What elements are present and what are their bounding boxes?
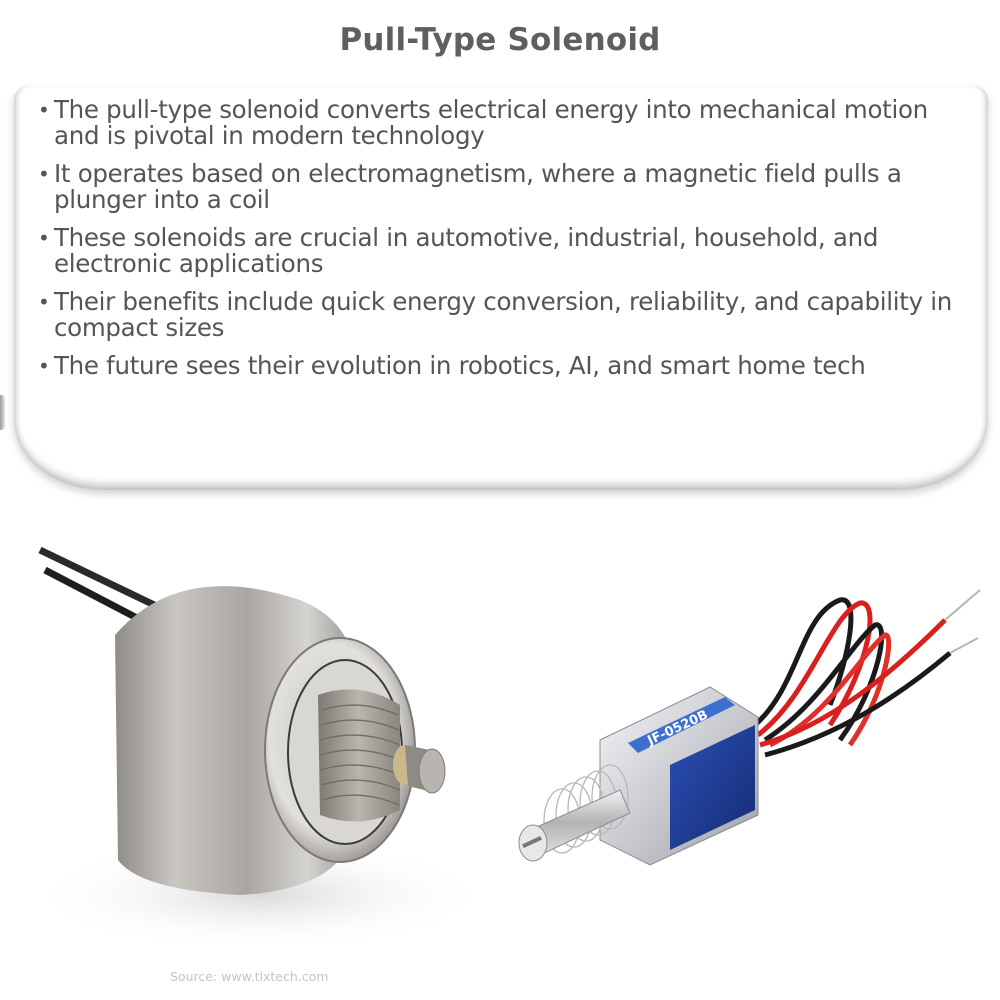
- summary-card: [14, 86, 988, 490]
- bullet-item: •The future sees their evolution in robo…: [38, 351, 866, 380]
- card-edge-decoration: [0, 395, 5, 430]
- page-title: Pull-Type Solenoid: [339, 22, 661, 58]
- bullet-item: •Their benefits include quick energy con…: [38, 287, 953, 342]
- bullet-item: •These solenoids are crucial in automoti…: [38, 223, 879, 278]
- image-source-caption: Source: www.tlxtech.com: [170, 969, 329, 984]
- bullet-icon: •: [38, 162, 50, 186]
- bullet-list: •The pull-type solenoid converts electri…: [36, 97, 976, 391]
- cylindrical-solenoid-image: [30, 546, 490, 950]
- bullet-icon: •: [38, 226, 50, 250]
- bullet-item: •It operates based on electromagnetism, …: [38, 159, 902, 214]
- bullet-icon: •: [38, 290, 50, 314]
- frame-solenoid-image: JF-0520B: [518, 589, 981, 866]
- bullet-item: •The pull-type solenoid converts electri…: [38, 95, 928, 150]
- bullet-icon: •: [38, 98, 50, 122]
- bullet-icon: •: [38, 354, 50, 378]
